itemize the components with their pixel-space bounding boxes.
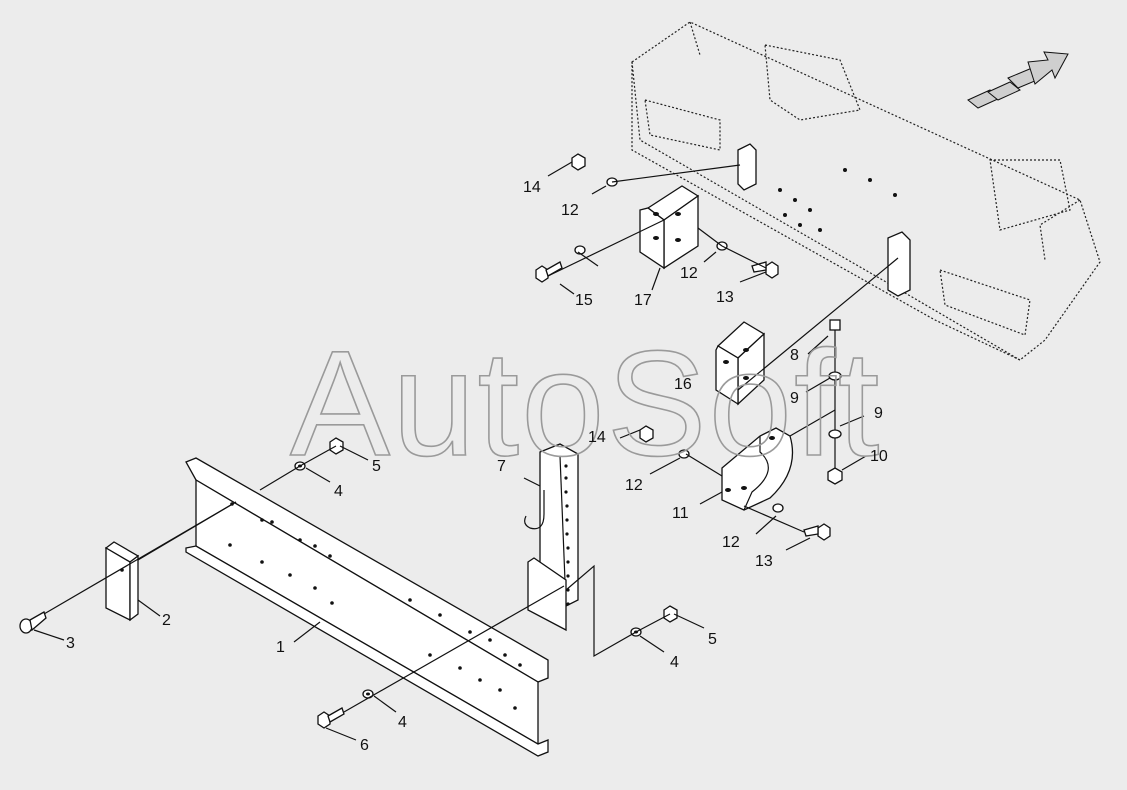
callout-7: 7	[497, 458, 506, 475]
callout-9b: 9	[874, 405, 883, 422]
callout-1: 1	[276, 639, 285, 656]
callout-12b: 12	[680, 265, 698, 282]
callout-labels: 1 2 3 4 5 4 5 4 6 7 8 9 9 10 11 12 12 12…	[66, 179, 888, 754]
callout-6: 6	[360, 737, 369, 754]
post-part	[524, 443, 579, 632]
callout-16: 16	[674, 376, 692, 393]
callout-10: 10	[870, 448, 888, 465]
callout-8: 8	[790, 347, 799, 364]
callout-4c: 4	[398, 714, 407, 731]
bracket-part-16	[715, 231, 911, 406]
callout-4b: 4	[670, 654, 679, 671]
spacer-block-part	[104, 541, 140, 622]
callout-14a: 14	[523, 179, 541, 196]
callout-9a: 9	[790, 390, 799, 407]
forward-arrow-icon	[967, 51, 1069, 109]
callout-3: 3	[66, 635, 75, 652]
callout-13a: 13	[716, 289, 734, 306]
callout-5a: 5	[372, 458, 381, 475]
bolt-part-6	[317, 707, 345, 729]
callout-13b: 13	[755, 553, 773, 570]
crossbar-part	[185, 457, 549, 757]
callout-14b: 14	[588, 429, 606, 446]
leader-lines	[33, 161, 899, 741]
callout-11: 11	[672, 505, 689, 522]
callout-15: 15	[575, 292, 593, 309]
callout-17: 17	[634, 292, 652, 309]
vehicle-frame	[631, 21, 1101, 361]
fasteners-right	[535, 153, 843, 541]
callout-12a: 12	[561, 202, 579, 219]
callout-2: 2	[162, 612, 171, 629]
callout-12c: 12	[625, 477, 643, 494]
bracket-part-17	[639, 143, 757, 270]
callout-4a: 4	[334, 483, 343, 500]
watermark-text: AutoSoft	[290, 319, 881, 487]
callout-5b: 5	[708, 631, 717, 648]
bracket-part-11	[721, 427, 794, 511]
callout-12d: 12	[722, 534, 740, 551]
bolt-part	[19, 611, 47, 634]
